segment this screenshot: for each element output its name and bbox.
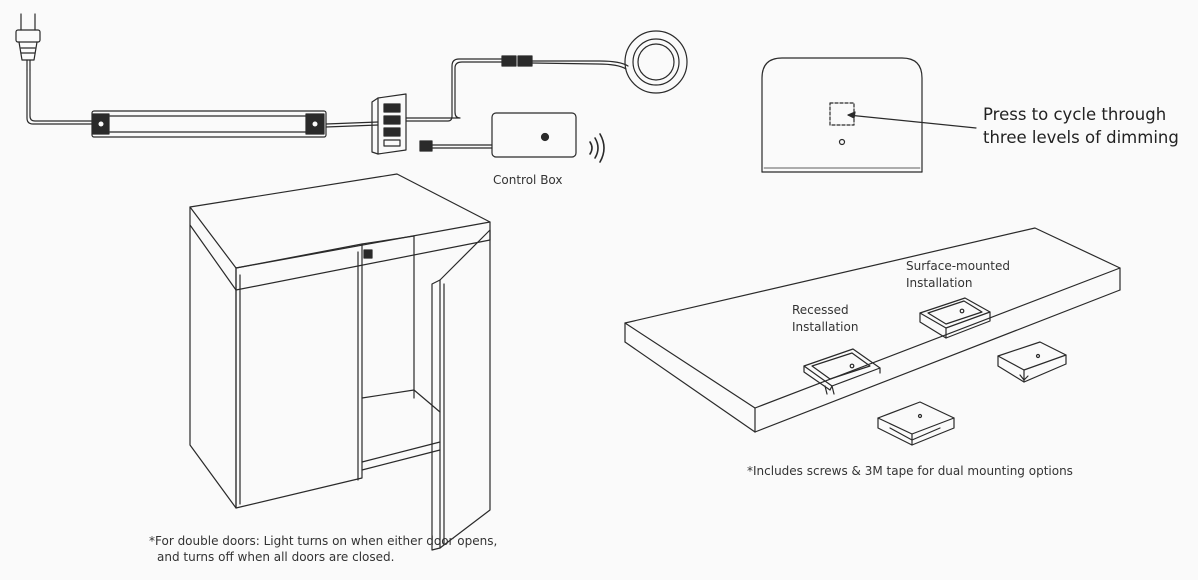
recessed-label-line2: Installation: [792, 320, 859, 334]
puck-light-bottom: [877, 401, 955, 446]
surface-mounted-light: [919, 297, 991, 339]
shelf-board: [624, 227, 1121, 433]
dimming-pointer: [847, 114, 977, 129]
puck-light-right: [997, 341, 1067, 383]
surface-label-line2: Installation: [906, 276, 973, 290]
dimming-note-line1: Press to cycle through: [983, 105, 1167, 124]
control-box-label: Control Box: [493, 173, 563, 187]
dimming-note-line2: three levels of dimming: [983, 128, 1179, 147]
mounting-note: *Includes screws & 3M tape for dual moun…: [747, 464, 1073, 478]
power-driver-strip: [91, 110, 327, 138]
surface-label-line1: Surface-mounted: [906, 259, 1010, 273]
control-box: [491, 112, 577, 158]
sensor-switch: [761, 57, 923, 173]
power-cord: [26, 69, 93, 125]
junction-box: [371, 93, 407, 155]
double-door-note-line1: *For double doors: Light turns on when e…: [149, 534, 498, 548]
recessed-label-line1: Recessed: [792, 303, 849, 317]
power-plug-icon: [15, 13, 41, 71]
recessed-light: [803, 348, 881, 395]
ring-light-puck: [624, 30, 688, 94]
wireless-signal-icon: [589, 133, 605, 163]
double-door-note-line2: and turns off when all doors are closed.: [157, 550, 395, 564]
cabinet: [189, 173, 491, 551]
